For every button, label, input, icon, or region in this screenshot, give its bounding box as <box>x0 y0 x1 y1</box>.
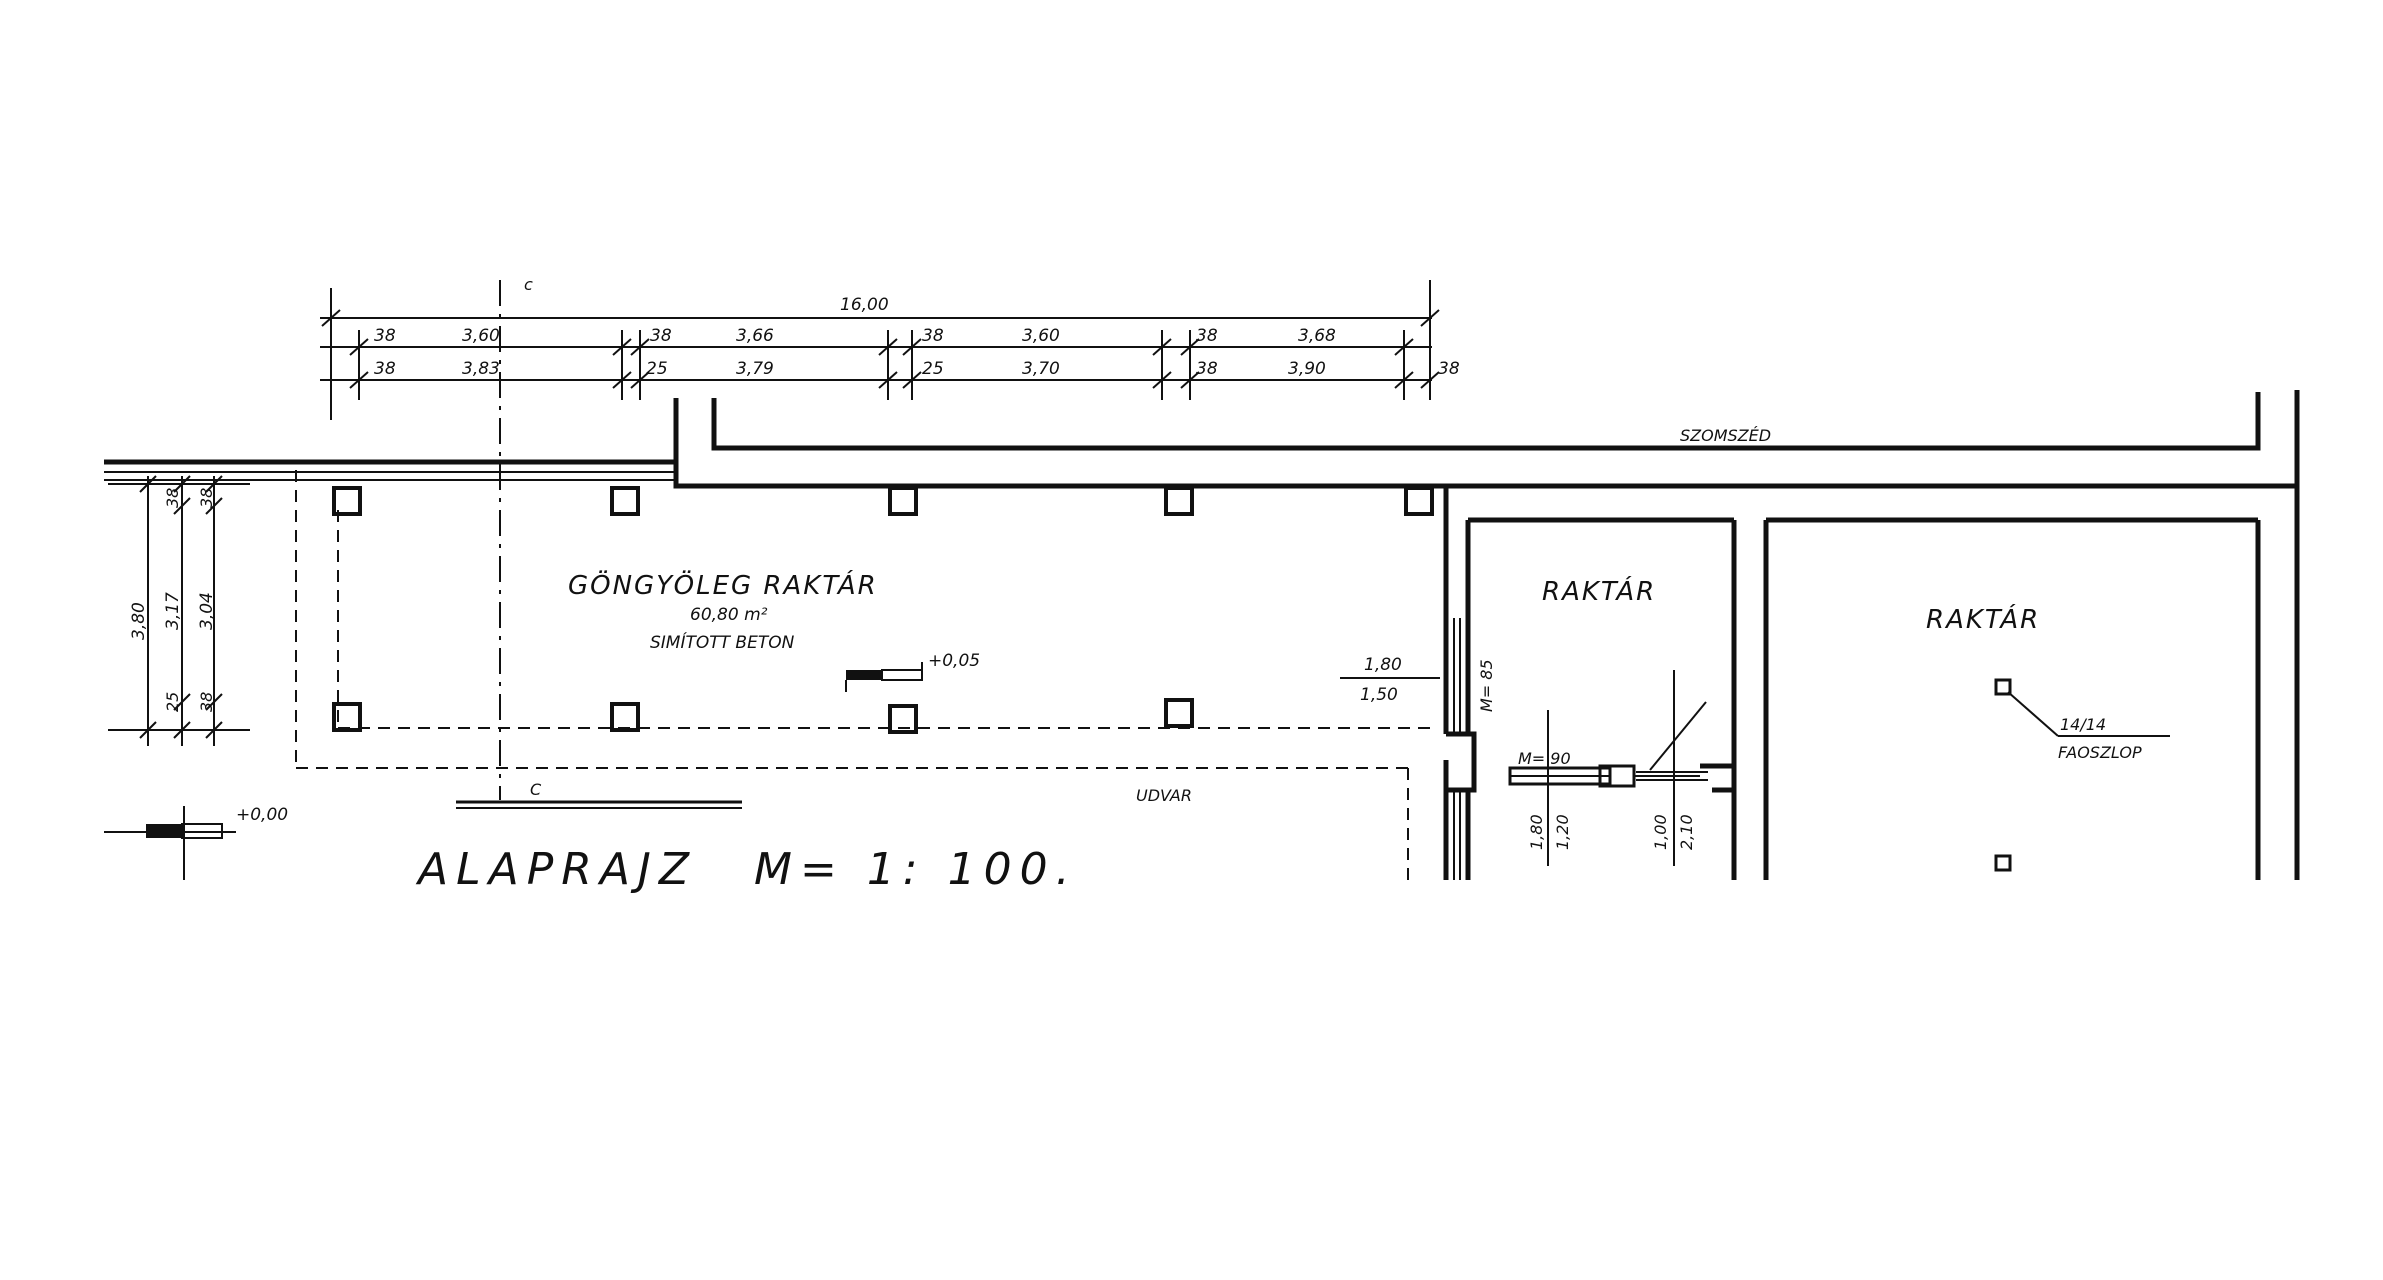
store-middle-name: RAKTÁR <box>1542 575 1656 607</box>
dim-left-b: 3,04 <box>197 592 217 630</box>
dim-r2-6: 38 <box>1196 359 1218 379</box>
drawing-scale: M= 1: 100. <box>754 844 1078 895</box>
main-store-level: +0,05 <box>928 651 980 671</box>
main-store-area: 60,80 m² <box>690 605 768 625</box>
dim-left-mark-1: 38 <box>163 488 182 508</box>
column <box>1164 486 1194 516</box>
post <box>1994 854 2012 872</box>
dim-r1-0: 38 <box>374 326 396 346</box>
section-mark-top: c <box>524 275 533 294</box>
dim-r1-3: 3,66 <box>736 326 774 346</box>
top-dimension-chains: 16,00 38 3,60 38 3,66 38 3,60 38 3,68 38… <box>320 280 1460 420</box>
window-height: 1,50 <box>1360 685 1398 705</box>
dim-r2-5: 3,70 <box>1022 359 1060 379</box>
main-store-floor: SIMÍTOTT BETON <box>650 631 795 653</box>
main-store-columns <box>332 486 1434 734</box>
dim-left-mark-3: 25 <box>163 692 182 712</box>
left-dimension-chains: 3,80 3,17 3,04 38 38 25 38 <box>108 475 250 746</box>
base-level: +0,00 <box>236 805 288 825</box>
column <box>888 704 918 734</box>
door-dim-b: 1,20 <box>1553 814 1572 850</box>
dim-r1-1: 3,60 <box>462 326 500 346</box>
door-dim-d: 2,10 <box>1677 814 1696 850</box>
store-rooms-walls <box>1443 486 2300 880</box>
door-dim-c: 1,00 <box>1651 814 1670 850</box>
neighbor-wall <box>104 390 2300 489</box>
column <box>1164 698 1194 728</box>
dim-r2-7: 3,90 <box>1288 359 1326 379</box>
dim-r1-7: 3,68 <box>1298 326 1336 346</box>
dim-left-a: 3,17 <box>163 592 183 630</box>
section-mark-bottom: C <box>530 780 542 799</box>
post <box>1994 678 2012 696</box>
column <box>610 702 640 732</box>
dim-left-mark-4: 38 <box>197 692 216 712</box>
door-label: M= 90 <box>1518 749 1571 768</box>
door-window-assembly <box>1508 670 1708 866</box>
timber-posts <box>1994 678 2170 872</box>
dim-r2-4: 25 <box>922 359 944 379</box>
courtyard-label: UDVAR <box>1136 786 1192 805</box>
window-width: 1,80 <box>1364 655 1402 675</box>
door-dim-a: 1,80 <box>1527 814 1546 850</box>
post-size: 14/14 <box>2060 715 2106 734</box>
dim-r2-8: 38 <box>1438 359 1460 379</box>
dim-r2-3: 3,79 <box>736 359 774 379</box>
wall-mark: M= 85 <box>1477 659 1496 712</box>
dim-r2-2: 25 <box>646 359 668 379</box>
neighbor-label: SZOMSZÉD <box>1680 426 1771 445</box>
dim-r1-6: 38 <box>1196 326 1218 346</box>
drawing-title: ALAPRAJZ <box>415 844 697 895</box>
level-marker-main <box>845 662 923 692</box>
dim-r1-4: 38 <box>922 326 944 346</box>
dim-r2-0: 38 <box>374 359 396 379</box>
column <box>610 486 640 516</box>
dim-overall: 16,00 <box>840 295 889 315</box>
dim-r2-1: 3,83 <box>462 359 500 379</box>
dim-r1-2: 38 <box>650 326 672 346</box>
post-label: FAOSZLOP <box>2058 743 2142 762</box>
main-store-name: GÖNGYÖLEG RAKTÁR <box>568 569 878 601</box>
column <box>332 702 362 732</box>
main-store-outline <box>295 470 1436 885</box>
dim-left-total: 3,80 <box>129 602 149 640</box>
column <box>1404 486 1434 516</box>
dim-left-mark-2: 38 <box>197 488 216 508</box>
dim-r1-5: 3,60 <box>1022 326 1060 346</box>
level-marker-base <box>104 806 236 880</box>
column <box>888 486 918 516</box>
column <box>332 486 362 516</box>
store-right-name: RAKTÁR <box>1926 603 2040 635</box>
